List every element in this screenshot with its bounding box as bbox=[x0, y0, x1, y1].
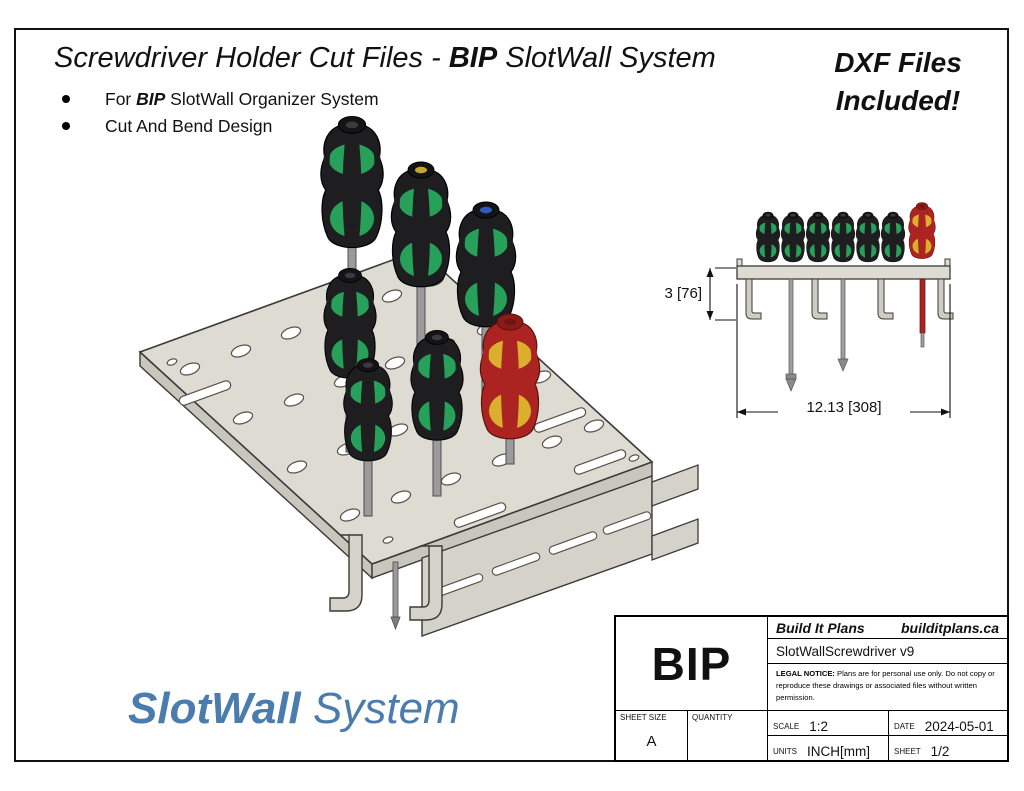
scale-label: SCALE bbox=[773, 721, 800, 731]
page-title-post: SlotWall System bbox=[497, 42, 716, 74]
units-label: UNITS bbox=[773, 747, 797, 756]
bullet-dot bbox=[62, 95, 70, 103]
bullet-dot bbox=[62, 122, 70, 130]
sheet-size-label: SHEET SIZE bbox=[620, 713, 667, 722]
dimension-height-label: 3 [76] bbox=[664, 285, 702, 302]
dxf-line1: DXF Files bbox=[834, 47, 962, 78]
units-cell: UNITS INCH[mm] bbox=[768, 736, 889, 761]
company-website: builditplans.ca bbox=[900, 619, 999, 636]
sheet-number-value: 1/2 bbox=[930, 744, 950, 759]
page-title-bip: BIP bbox=[448, 42, 498, 74]
bullet1-bip: BIP bbox=[136, 89, 166, 109]
units-value: INCH[mm] bbox=[807, 744, 870, 759]
date-value: 2024-05-01 bbox=[924, 718, 994, 734]
bip-logo: BIP bbox=[616, 617, 768, 710]
drawing-name-row: SlotWallScrewdriver v9 bbox=[768, 639, 1007, 664]
wordmark-bold: SlotWall bbox=[128, 684, 301, 733]
legal-notice-label: LEGAL NOTICE: bbox=[776, 669, 835, 678]
quantity-cell: QUANTITY bbox=[688, 711, 768, 761]
page-title-pre: Screwdriver Holder Cut Files - bbox=[54, 42, 449, 74]
title-block-bottom: SHEET SIZE A QUANTITY SCALE 1:2 DATE 202… bbox=[616, 710, 1009, 761]
dxf-callout: DXF Files Included! bbox=[812, 44, 984, 120]
wordmark-regular: System bbox=[300, 684, 460, 733]
slotwall-wordmark: SlotWall System bbox=[128, 684, 460, 734]
company-row: Build It Plans builditplans.ca bbox=[768, 617, 1007, 639]
bullet-text-2: Cut And Bend Design bbox=[105, 116, 273, 136]
feature-bullets: For BIP SlotWall Organizer System Cut An… bbox=[62, 89, 379, 143]
bullet1-post: SlotWall Organizer System bbox=[165, 89, 379, 109]
scale-value: 1:2 bbox=[809, 718, 829, 734]
date-cell: DATE 2024-05-01 bbox=[889, 711, 1009, 736]
sheet-number-label: SHEET bbox=[894, 747, 921, 756]
bullet-item-2: Cut And Bend Design bbox=[62, 116, 379, 137]
dimension-width-label: 12.13 [308] bbox=[778, 399, 910, 416]
sheet-number-cell: SHEET 1/2 bbox=[889, 736, 1009, 761]
legal-notice: LEGAL NOTICE: Plans are for personal use… bbox=[768, 664, 1007, 710]
dxf-line2: Included! bbox=[835, 84, 961, 116]
legal-notice-text: Plans are for personal use only. Do not … bbox=[776, 669, 995, 702]
sheet-size-cell: SHEET SIZE A bbox=[616, 711, 688, 761]
drawing-name: SlotWallScrewdriver v9 bbox=[776, 643, 915, 659]
company-name: Build It Plans bbox=[776, 619, 865, 636]
sheet-border bbox=[14, 28, 1009, 762]
scale-cell: SCALE 1:2 bbox=[768, 711, 889, 736]
title-block: BIP Build It Plans builditplans.ca SlotW… bbox=[614, 615, 1009, 762]
sheet-size-value: A bbox=[646, 733, 657, 750]
bullet-item-1: For BIP SlotWall Organizer System bbox=[62, 89, 379, 110]
bullet-text-1: For BIP SlotWall Organizer System bbox=[105, 89, 379, 110]
page-title: Screwdriver Holder Cut Files - BIP SlotW… bbox=[54, 42, 716, 75]
bullet1-pre: For bbox=[105, 89, 137, 109]
date-label: DATE bbox=[894, 721, 915, 731]
quantity-label: QUANTITY bbox=[692, 713, 733, 722]
